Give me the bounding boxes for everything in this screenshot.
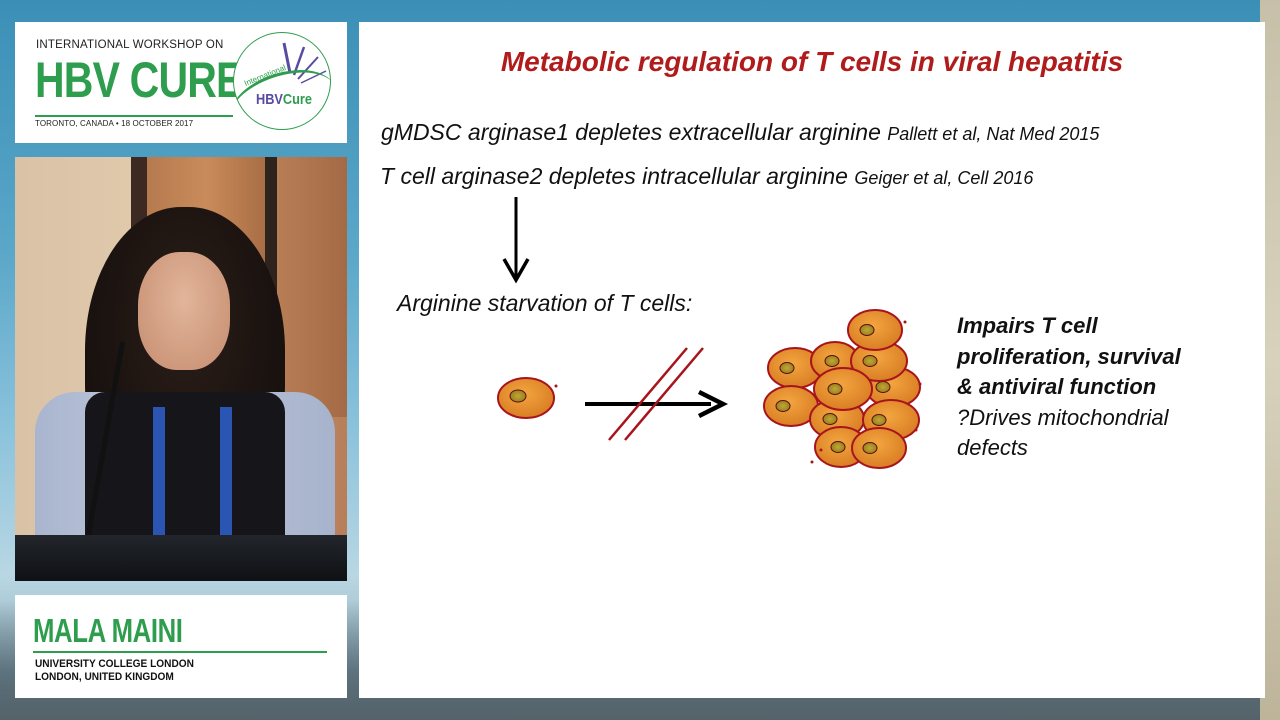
single-t-cell-icon: [497, 377, 558, 419]
slide-line-tcell: T cell arginase2 depletes intracellular …: [380, 163, 1034, 189]
blocked-arrow-icon: [585, 347, 729, 441]
starvation-label: Arginine starvation of T cells:: [397, 290, 693, 316]
workshop-logo-panel: INTERNATIONAL WORKSHOP ON HBV CURE TORON…: [15, 22, 347, 143]
speaker-location: LONDON, UNITED KINGDOM: [35, 671, 174, 683]
cell-diagram: [497, 197, 922, 469]
speaker-name: MALA MAINI: [33, 612, 183, 649]
outcome-text: Impairs T cell proliferation, survival &…: [957, 313, 1181, 460]
speaker-video: [15, 157, 347, 581]
emblem-rays-icon: [282, 42, 327, 84]
podium: [15, 535, 347, 581]
hbv-cure-emblem-icon: International HBVCure: [233, 32, 331, 130]
speaker-affiliation: UNIVERSITY COLLEGE LONDON: [35, 658, 194, 670]
name-divider: [33, 651, 327, 653]
logo-location-date: TORONTO, CANADA • 18 OCTOBER 2017: [35, 119, 194, 128]
background-stone: [1260, 0, 1280, 720]
slide-title: Metabolic regulation of T cells in viral…: [500, 46, 1124, 77]
citation-pallett: Pallett et al, Nat Med 2015: [887, 124, 1100, 144]
slide-line-gmdsc: gMDSC arginase1 depletes extracellular a…: [381, 119, 1100, 145]
presenter-face: [138, 252, 230, 370]
speaker-name-plate: MALA MAINI UNIVERSITY COLLEGE LONDON LON…: [15, 595, 347, 698]
t-cell-cluster-icon: [763, 309, 922, 469]
logo-top-text: INTERNATIONAL WORKSHOP ON: [36, 39, 224, 51]
citation-geiger: Geiger et al, Cell 2016: [854, 168, 1034, 188]
presentation-slide: Metabolic regulation of T cells in viral…: [359, 22, 1265, 698]
down-arrow-icon: [502, 197, 530, 284]
logo-divider: [35, 115, 233, 117]
logo-main-text: HBV CURE: [35, 52, 243, 108]
emblem-name-text: HBVCure: [256, 91, 312, 108]
